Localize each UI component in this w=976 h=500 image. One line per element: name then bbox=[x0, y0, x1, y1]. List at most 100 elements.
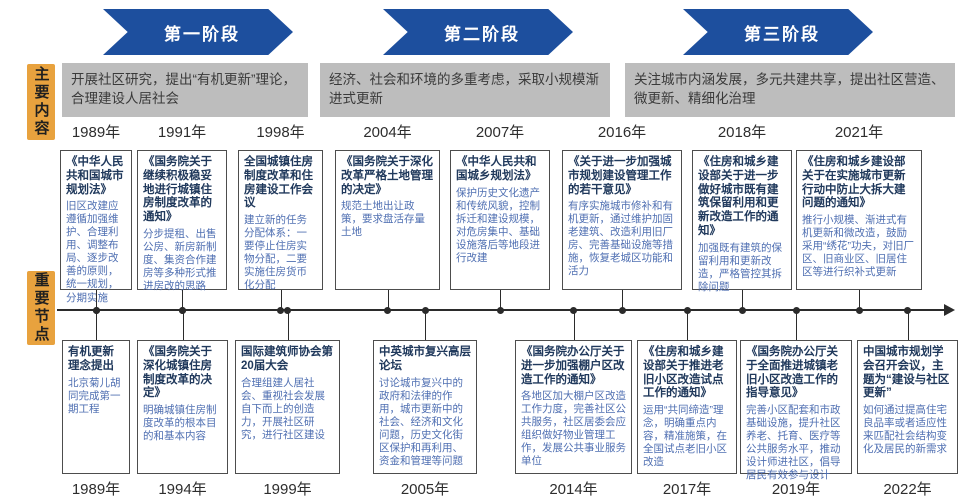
top-event-card: 全国城镇住房制度改革和住房建设工作会议建立新的任务分配体系：一要停止住房实物分配… bbox=[238, 150, 323, 292]
event-title: 中国城市规划学会召开会议，主题为“建设与社区更新” bbox=[863, 346, 950, 400]
top-event-card: 《国务院关于深化改革严格土地管理的决定》规范土地出让政策，要求盘活存量土地 bbox=[335, 150, 440, 290]
bottom-connector-line bbox=[687, 312, 688, 340]
event-title: 全国城镇住房制度改革和住房建设工作会议 bbox=[244, 156, 313, 210]
event-title: 《住房和城乡建设部关于推进老旧小区改造试点工作的通知》 bbox=[643, 346, 724, 400]
top-connector-line bbox=[742, 290, 743, 310]
event-body: 加强既有建筑的保留利用和更新改造，严格管控其拆除问题 bbox=[698, 241, 782, 293]
bottom-connector-line bbox=[907, 312, 909, 340]
event-body: 规范土地出让政策，要求盘活存量土地 bbox=[341, 200, 425, 239]
bottom-year-label: 1989年 bbox=[71, 481, 121, 498]
phase-2-label: 第二阶段 bbox=[444, 24, 520, 44]
top-year-label: 2018年 bbox=[717, 124, 767, 141]
top-connector-line bbox=[182, 290, 183, 310]
phase-1-label: 第一阶段 bbox=[164, 24, 240, 44]
phase-arrow-2: 第二阶段 bbox=[383, 9, 573, 55]
top-connector-line bbox=[859, 290, 860, 310]
event-body: 完善小区配套和市政基础设施，提升社区养老、托育、医疗等公共服务水平，推动设计师进… bbox=[746, 404, 841, 482]
bottom-connector-line bbox=[573, 312, 575, 340]
top-connector-line bbox=[622, 290, 623, 310]
top-event-card: 《中华人民共和国城乡规划法》保护历史文化遗产和传统风貌，控制拆迁和建设规模，对危… bbox=[450, 150, 550, 290]
bottom-event-card: 《国务院关于深化城镇住房制度改革的决定》明确城镇住房制度改革的根本目的和基本内容 bbox=[137, 340, 228, 474]
top-connector-line bbox=[387, 290, 389, 310]
bottom-connector-line bbox=[425, 312, 426, 340]
top-event-card: 《住房和城乡建设部关于在实施城市更新行动中防止大拆大建问题的通知》推行小规模、渐… bbox=[796, 150, 922, 290]
phase-3-summary: 关注城市内涵发展，多元共建共享，提出社区营造、微更新、精细化治理 bbox=[625, 63, 955, 117]
event-title: 《住房和城乡建设部关于进一步做好城市既有建筑保留利用和更新改造工作的通知》 bbox=[698, 156, 779, 237]
bottom-event-card: 国际建筑师协会第20届大会合理组建人居社会、重视社会发展自下而上的创造力，开展社… bbox=[235, 340, 340, 474]
event-body: 讨论城市复兴中的政府和法律的作用，城市更新中的社会、经济和文化问题，历史文化街区… bbox=[379, 376, 463, 467]
event-body: 合理组建人居社会、重视社会发展自下而上的创造力，开展社区研究，进行社区建设 bbox=[241, 376, 325, 441]
timeline-dot bbox=[92, 307, 100, 314]
top-event-card: 《国务院关于继续积极稳妥地进行城镇住房制度改革的通知》分步提租、出售公房、新房新… bbox=[137, 150, 227, 293]
bottom-connector-line bbox=[96, 312, 97, 340]
top-event-card: 《住房和城乡建设部关于进一步做好城市既有建筑保留利用和更新改造工作的通知》加强既… bbox=[692, 150, 792, 293]
event-body: 建立新的任务分配体系：一要停止住房实物分配，二要实施住房货币化分配 bbox=[244, 214, 307, 292]
event-title: 《国务院关于继续积极稳妥地进行城镇住房制度改革的通知》 bbox=[143, 156, 212, 224]
bottom-event-card: 《国务院办公厅关于进一步加强棚户区改造工作的通知》各地区加大棚户区改造工作力度，… bbox=[515, 340, 632, 474]
event-body: 分步提租、出售公房、新房新制度、集资合作建房等多种形式推进房改的思路 bbox=[143, 227, 217, 293]
event-title: 《国务院关于深化改革严格土地管理的决定》 bbox=[341, 156, 433, 196]
event-title: 中英城市复兴高层论坛 bbox=[379, 346, 471, 372]
bottom-year-label: 1994年 bbox=[158, 481, 207, 498]
top-connector-line bbox=[96, 290, 97, 310]
top-event-card: 《关于进一步加强城市规划建设管理工作的若干意见》有序实施城市修补和有机更新，通过… bbox=[562, 150, 682, 290]
top-year-label: 2016年 bbox=[597, 124, 647, 141]
event-title: 《国务院办公厅关于全面推进城镇老旧小区改造工作的指导意见》 bbox=[746, 346, 838, 400]
phase-2-summary: 经济、社会和环境的多重考虑，采取小规模渐进式更新 bbox=[320, 63, 610, 117]
timeline-dot bbox=[179, 307, 186, 314]
event-body: 保护历史文化遗产和传统风貌，控制拆迁和建设规模，对危房集中、基础设施落后等地段进… bbox=[456, 186, 540, 264]
top-year-label: 2004年 bbox=[363, 124, 412, 141]
phase-arrow-1: 第一阶段 bbox=[103, 9, 293, 55]
bottom-year-label: 2005年 bbox=[400, 481, 450, 498]
top-year-label: 2021年 bbox=[834, 124, 884, 141]
timeline-dot bbox=[421, 307, 429, 314]
bottom-connector-line bbox=[182, 312, 184, 340]
top-connector-line bbox=[500, 290, 501, 310]
bottom-event-card: 中英城市复兴高层论坛讨论城市复兴中的政府和法律的作用，城市更新中的社会、经济和文… bbox=[373, 340, 477, 474]
phase-3-label: 第三阶段 bbox=[744, 24, 820, 44]
event-title: 《住房和城乡建设部关于在实施城市更新行动中防止大拆大建问题的通知》 bbox=[802, 156, 906, 210]
timeline-dot bbox=[618, 307, 626, 314]
key-nodes-side-label: 重要节点 bbox=[27, 271, 55, 345]
top-year-label: 1989年 bbox=[71, 124, 121, 141]
event-title: 《关于进一步加强城市规划建设管理工作的若干意见》 bbox=[568, 156, 672, 196]
timeline-dot bbox=[792, 307, 800, 314]
bottom-connector-line bbox=[796, 312, 797, 340]
event-body: 北京菊儿胡同完成第一期工程 bbox=[68, 376, 121, 415]
timeline-dot bbox=[738, 307, 746, 314]
top-event-card: 《中华人民共和国城市规划法》旧区改建应遵循加强维护、合理利用、调整布局、逐步改善… bbox=[60, 150, 132, 304]
bottom-event-card: 《国务院办公厅关于全面推进城镇老旧小区改造工作的指导意见》完善小区配套和市政基础… bbox=[740, 340, 852, 481]
bottom-year-label: 2019年 bbox=[771, 481, 821, 498]
event-title: 《国务院办公厅关于进一步加强棚户区改造工作的通知》 bbox=[521, 346, 625, 386]
bottom-event-card: 中国城市规划学会召开会议，主题为“建设与社区更新”如何通过提高住宅良品率或者适应… bbox=[857, 340, 958, 474]
bottom-event-card: 有机更新理念提出北京菊儿胡同完成第一期工程 bbox=[62, 340, 130, 474]
timeline-dot bbox=[277, 307, 284, 314]
bottom-year-label: 2017年 bbox=[662, 481, 712, 498]
main-content-side-label: 主要内容 bbox=[27, 64, 55, 140]
event-title: 有机更新理念提出 bbox=[68, 346, 114, 372]
timeline-dot bbox=[683, 307, 691, 314]
timeline-arrowhead-icon bbox=[944, 304, 955, 316]
top-year-label: 2007年 bbox=[475, 124, 525, 141]
phase-arrow-3: 第三阶段 bbox=[683, 9, 873, 55]
bottom-year-label: 1999年 bbox=[263, 481, 312, 498]
top-year-label: 1991年 bbox=[157, 124, 207, 141]
event-body: 推行小规模、渐进式有机更新和微改造，鼓励采用“绣花”功夫，对旧厂区、旧商业区、旧… bbox=[802, 214, 914, 279]
timeline-dot bbox=[284, 307, 291, 314]
event-title: 国际建筑师协会第20届大会 bbox=[241, 346, 333, 372]
event-body: 各地区加大棚户区改造工作力度，完善社区公共服务，社区居委会应组织做好物业管理工作… bbox=[521, 390, 626, 468]
timeline-dot bbox=[904, 307, 911, 314]
event-body: 有序实施城市修补和有机更新，通过维护加固老建筑、改造利用旧厂房、完善基础设施等措… bbox=[568, 200, 673, 278]
bottom-event-card: 《住房和城乡建设部关于推进老旧小区改造试点工作的通知》运用“共同缔造”理念，明确… bbox=[637, 340, 737, 474]
event-body: 运用“共同缔造”理念，明确重点内容，精准施策，在全国试点老旧小区改造 bbox=[643, 404, 727, 469]
event-title: 《中华人民共和国城乡规划法》 bbox=[456, 156, 537, 182]
top-year-label: 1998年 bbox=[256, 124, 305, 141]
timeline-dot bbox=[570, 307, 577, 314]
bottom-year-label: 2014年 bbox=[549, 481, 598, 498]
bottom-connector-line bbox=[287, 312, 289, 340]
event-body: 如何通过提高住宅良品率或者适应性来匹配社会结构变化及居民的新需求 bbox=[863, 404, 947, 456]
timeline-dot bbox=[855, 307, 863, 314]
event-title: 《中华人民共和国城市规划法》 bbox=[66, 156, 124, 196]
event-body: 明确城镇住房制度改革的根本目的和基本内容 bbox=[143, 404, 217, 443]
